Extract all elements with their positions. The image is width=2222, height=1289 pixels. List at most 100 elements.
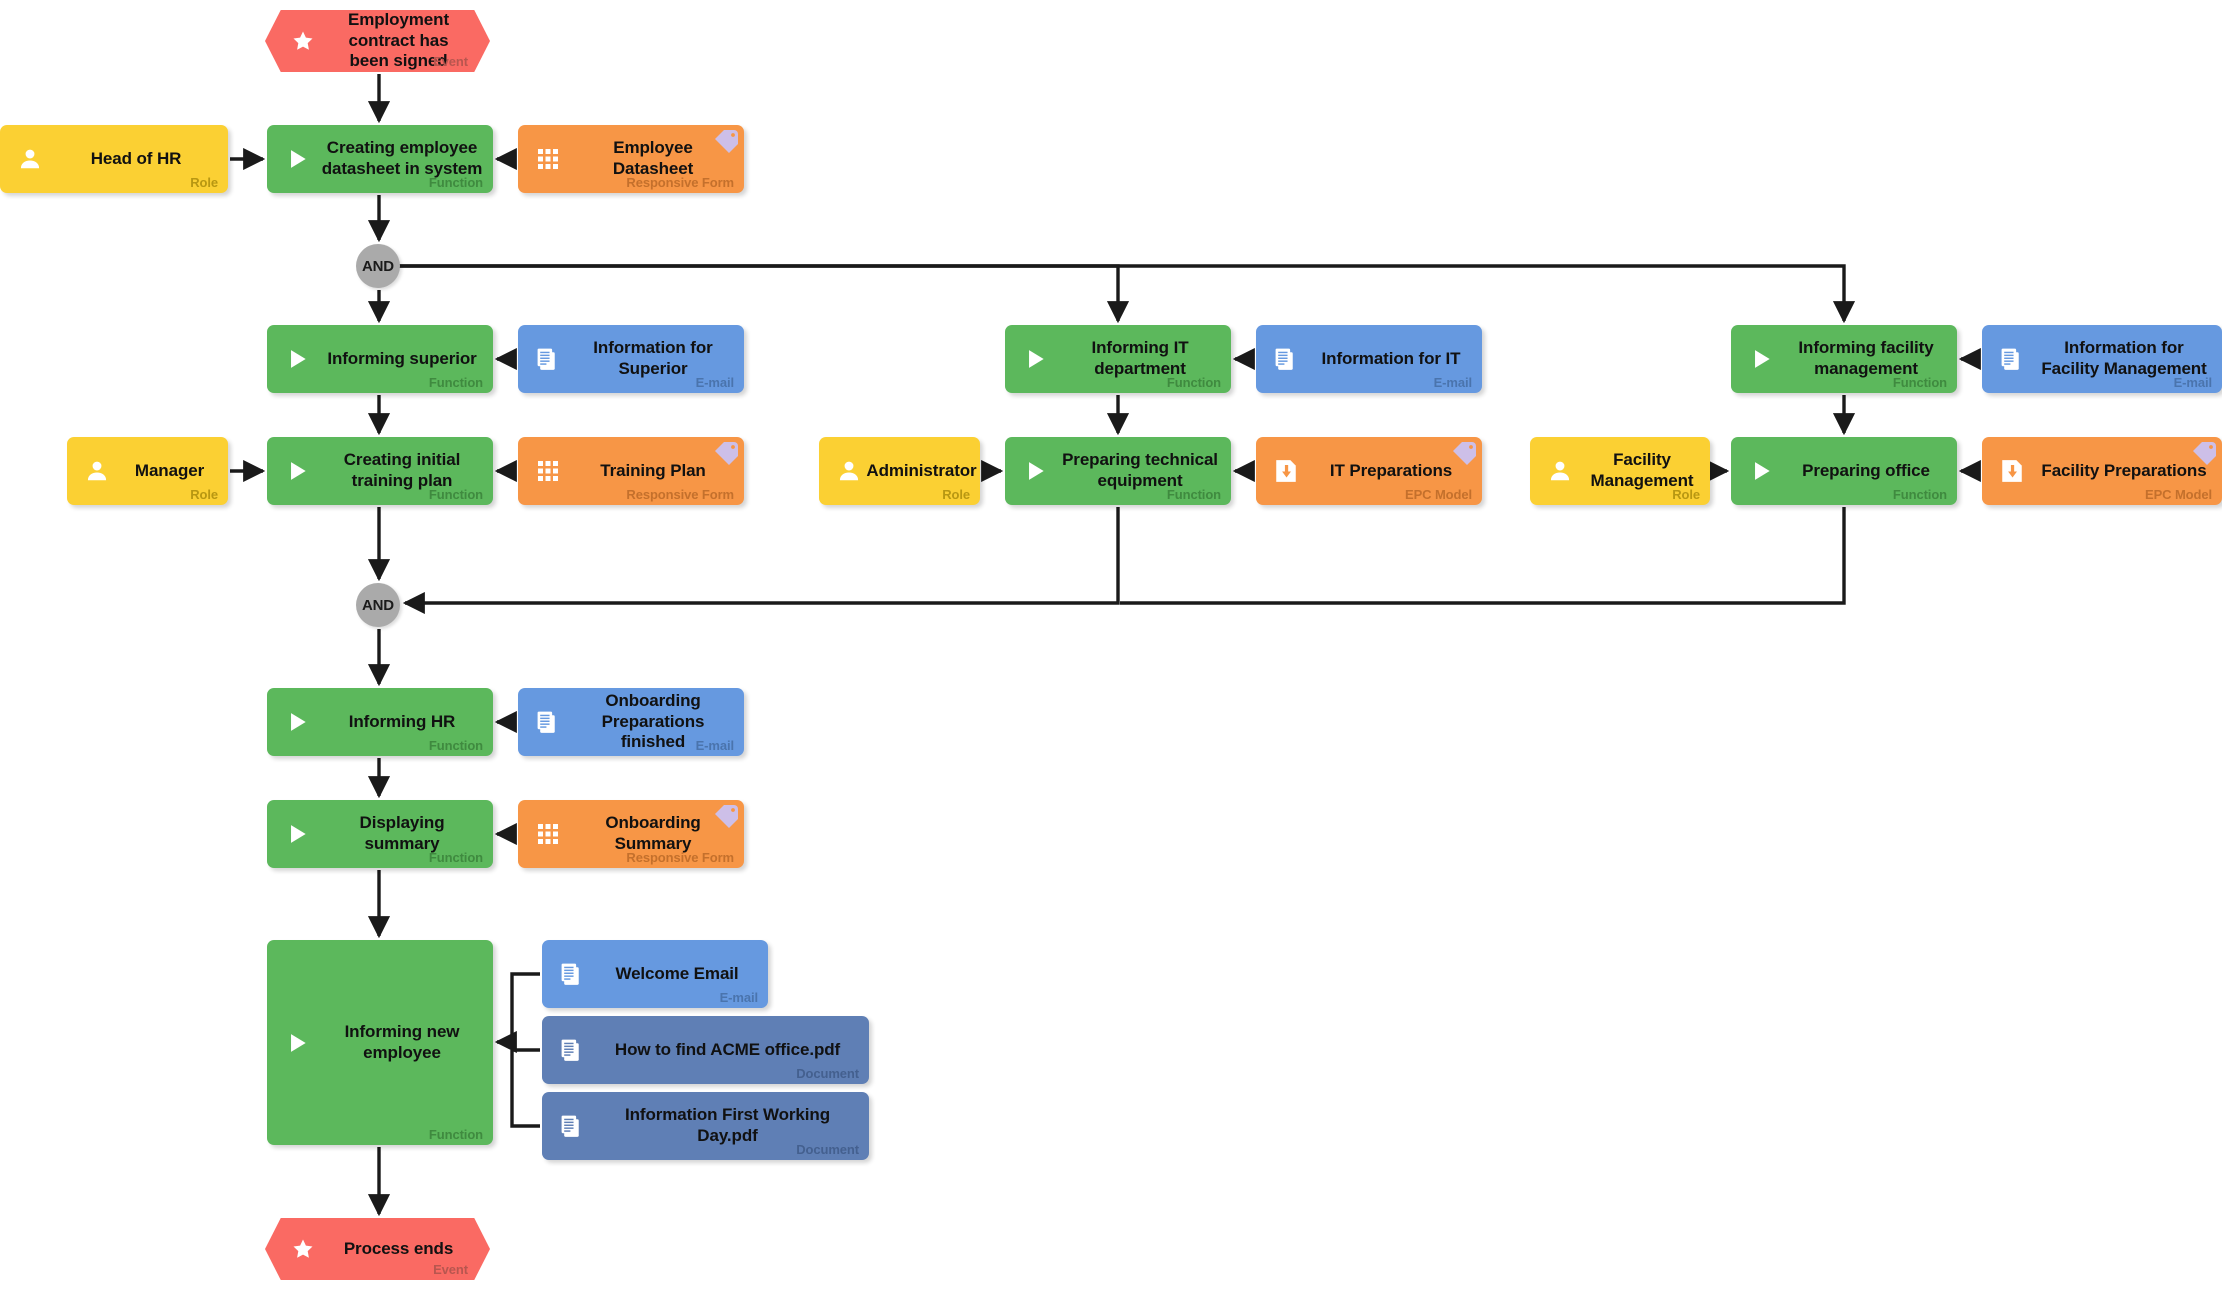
- function-displaying-summary[interactable]: Displaying summary Function: [267, 800, 493, 868]
- tag-icon: [2192, 440, 2218, 466]
- node-label: Information for Superior: [593, 338, 713, 378]
- node-type-label: Function: [428, 738, 483, 753]
- node-label: Preparing office: [1802, 460, 1930, 480]
- node-type-label: Function: [428, 850, 483, 865]
- node-label: Facility Management: [1590, 450, 1694, 490]
- play-icon: [1019, 455, 1051, 487]
- event-employment-contract-signed[interactable]: Employment contract has been signed Even…: [265, 10, 490, 72]
- edge-doc2-to-newemp: [510, 1050, 540, 1128]
- responsive-form-training-plan[interactable]: Training Plan Responsive Form: [518, 437, 744, 505]
- role-manager[interactable]: Manager Role: [67, 437, 228, 505]
- node-label: Informing new employee: [344, 1021, 460, 1062]
- email-information-for-facility-management[interactable]: Information for Facility Management E-ma…: [1982, 325, 2222, 393]
- node-type-label: E-mail: [1433, 375, 1473, 390]
- epc-model-icon: [1270, 455, 1302, 487]
- gateway-and-join[interactable]: AND: [356, 583, 400, 627]
- event-process-ends[interactable]: Process ends Event: [265, 1218, 490, 1280]
- node-label: How to find ACME office.pdf: [614, 1039, 841, 1059]
- node-type-label: Function: [1892, 375, 1947, 390]
- grid-icon: [532, 143, 564, 175]
- person-icon: [833, 455, 865, 487]
- play-icon: [1745, 343, 1777, 375]
- node-type-label: Function: [428, 175, 483, 190]
- role-head-of-hr[interactable]: Head of HR Role: [0, 125, 228, 193]
- node-label: Training Plan: [600, 460, 706, 480]
- gateway-label: AND: [362, 596, 394, 614]
- tag-icon: [714, 803, 740, 829]
- node-type-label: Function: [428, 487, 483, 502]
- node-type-label: Function: [1166, 375, 1221, 390]
- play-icon: [281, 455, 313, 487]
- node-label: Administrator: [866, 460, 977, 480]
- gateway-and-split[interactable]: AND: [356, 244, 400, 288]
- tag-icon: [1452, 440, 1478, 466]
- node-type-label: EPC Model: [1405, 487, 1472, 502]
- node-type-label: Function: [1892, 487, 1947, 502]
- node-label: Displaying summary: [359, 813, 445, 853]
- node-type-label: Responsive Form: [626, 487, 734, 502]
- email-information-for-superior[interactable]: Information for Superior E-mail: [518, 325, 744, 393]
- node-type-label: Role: [1672, 487, 1700, 502]
- function-preparing-office[interactable]: Preparing office Function: [1731, 437, 1957, 505]
- role-facility-management[interactable]: Facility Management Role: [1530, 437, 1710, 505]
- document-how-to-find-acme-office[interactable]: How to find ACME office.pdf Document: [542, 1016, 869, 1084]
- node-label: Manager: [134, 460, 205, 480]
- email-information-for-it[interactable]: Information for IT E-mail: [1256, 325, 1482, 393]
- star-icon: [287, 25, 319, 57]
- node-type-label: Responsive Form: [626, 175, 734, 190]
- node-label: Informing superior: [327, 348, 477, 368]
- tag-icon: [714, 440, 740, 466]
- document-icon: [532, 343, 564, 375]
- node-label: Employment contract has been signed: [347, 9, 450, 71]
- play-icon: [1019, 343, 1051, 375]
- function-informing-hr[interactable]: Informing HR Function: [267, 688, 493, 756]
- node-label: Informing HR: [348, 711, 456, 731]
- document-icon: [556, 1034, 588, 1066]
- edge-and1-to-it: [379, 264, 1130, 324]
- node-label: Onboarding Summary: [605, 813, 701, 853]
- document-icon: [532, 706, 564, 738]
- node-label: IT Preparations: [1329, 460, 1453, 480]
- responsive-form-employee-datasheet[interactable]: Employee Datasheet Responsive Form: [518, 125, 744, 193]
- document-information-first-working-day[interactable]: Information First Working Day.pdf Docume…: [542, 1092, 869, 1160]
- epc-model-icon: [1996, 455, 2028, 487]
- epc-model-it-preparations[interactable]: IT Preparations EPC Model: [1256, 437, 1482, 505]
- document-icon: [1996, 343, 2028, 375]
- gateway-label: AND: [362, 257, 394, 275]
- function-creating-employee-datasheet[interactable]: Creating employee datasheet in system Fu…: [267, 125, 493, 193]
- play-icon: [281, 343, 313, 375]
- email-welcome-email[interactable]: Welcome Email E-mail: [542, 940, 768, 1008]
- grid-icon: [532, 818, 564, 850]
- node-type-label: E-mail: [695, 738, 735, 753]
- node-label: Welcome Email: [615, 963, 739, 983]
- node-label: Informing IT department: [1091, 338, 1189, 378]
- node-label: Information First Working Day.pdf: [625, 1105, 830, 1145]
- document-icon: [556, 1110, 588, 1142]
- function-creating-initial-training-plan[interactable]: Creating initial training plan Function: [267, 437, 493, 505]
- node-label: Employee Datasheet: [612, 138, 694, 178]
- function-informing-it-department[interactable]: Informing IT department Function: [1005, 325, 1231, 393]
- node-label: Preparing technical equipment: [1062, 450, 1218, 490]
- node-type-label: Event: [433, 54, 468, 69]
- edge-attachments-to-newemp: [494, 972, 540, 1054]
- node-type-label: Function: [428, 375, 483, 390]
- function-preparing-technical-equipment[interactable]: Preparing technical equipment Function: [1005, 437, 1231, 505]
- play-icon: [1745, 455, 1777, 487]
- play-icon: [281, 706, 313, 738]
- document-icon: [556, 958, 588, 990]
- document-icon: [1270, 343, 1302, 375]
- function-informing-facility-management[interactable]: Informing facility management Function: [1731, 325, 1957, 393]
- edge-and1-to-facility: [379, 264, 1856, 324]
- epc-model-facility-preparations[interactable]: Facility Preparations EPC Model: [1982, 437, 2222, 505]
- responsive-form-onboarding-summary[interactable]: Onboarding Summary Responsive Form: [518, 800, 744, 868]
- function-informing-new-employee[interactable]: Informing new employee Function: [267, 940, 493, 1145]
- node-label: Creating employee datasheet in system: [321, 138, 483, 178]
- star-icon: [287, 1233, 319, 1265]
- node-type-label: E-mail: [719, 990, 759, 1005]
- email-onboarding-preparations-finished[interactable]: Onboarding Preparations finished E-mail: [518, 688, 744, 756]
- node-type-label: Role: [190, 487, 218, 502]
- node-type-label: Document: [796, 1142, 859, 1157]
- function-informing-superior[interactable]: Informing superior Function: [267, 325, 493, 393]
- role-administrator[interactable]: Administrator Role: [819, 437, 980, 505]
